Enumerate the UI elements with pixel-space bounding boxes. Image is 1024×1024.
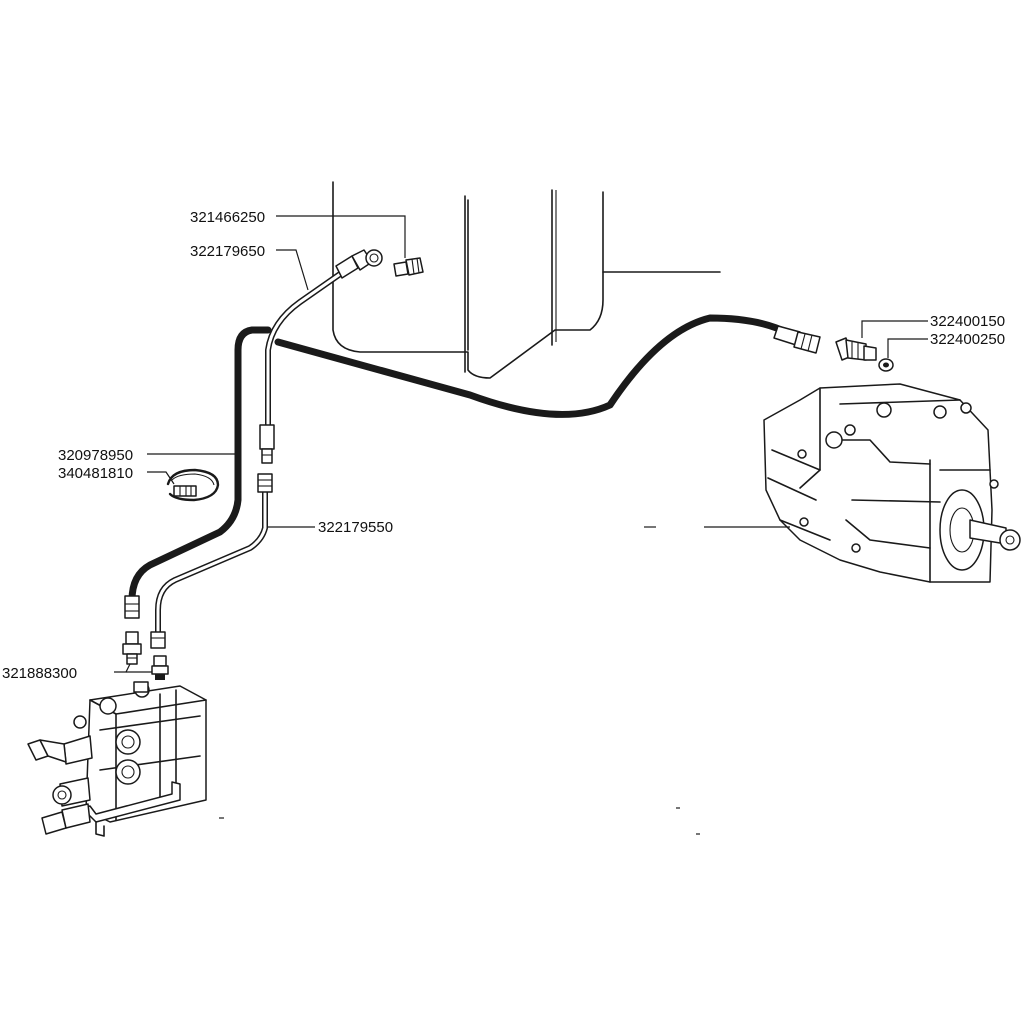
- label-321466250: 321466250: [190, 209, 265, 226]
- label-321888300: 321888300: [2, 665, 77, 682]
- label-340481810: 340481810: [58, 465, 133, 482]
- stray-marks: [219, 807, 700, 835]
- label-320978950: 320978950: [58, 447, 133, 464]
- label-322400250: 322400250: [930, 331, 1005, 348]
- label-322179550: 322179550: [318, 519, 393, 536]
- fitting-321466250[interactable]: [393, 257, 424, 277]
- pipe-322179550[interactable]: [155, 487, 268, 635]
- hose-320978950[interactable]: [128, 326, 272, 604]
- hose-end-left: [124, 595, 140, 619]
- part-labels: 321466250 322179650 322400150 322400250 …: [2, 209, 1005, 682]
- leader-lines: [114, 215, 928, 673]
- adapter-321888300[interactable]: [122, 631, 142, 665]
- fitting-322400150[interactable]: [835, 337, 877, 361]
- pipe-coupling-lower: [257, 473, 273, 493]
- pipe-end-right: [150, 631, 166, 649]
- pipe-322179650[interactable]: [265, 269, 346, 428]
- gearbox-housing: [644, 383, 1021, 583]
- clamp-340481810[interactable]: [166, 468, 220, 502]
- hose-to-gearbox[interactable]: [274, 314, 794, 418]
- label-322400150: 322400150: [930, 313, 1005, 330]
- hose-end-fitting: [773, 325, 821, 354]
- washer-322400250[interactable]: [878, 358, 894, 372]
- hydraulic-tank: [332, 181, 721, 379]
- control-valve-assembly: [27, 681, 207, 837]
- tank-elbow-fitting: [335, 249, 383, 279]
- label-322179650: 322179650: [190, 243, 265, 260]
- adapter-right: [151, 655, 169, 680]
- pipe-coupling-upper: [259, 424, 275, 464]
